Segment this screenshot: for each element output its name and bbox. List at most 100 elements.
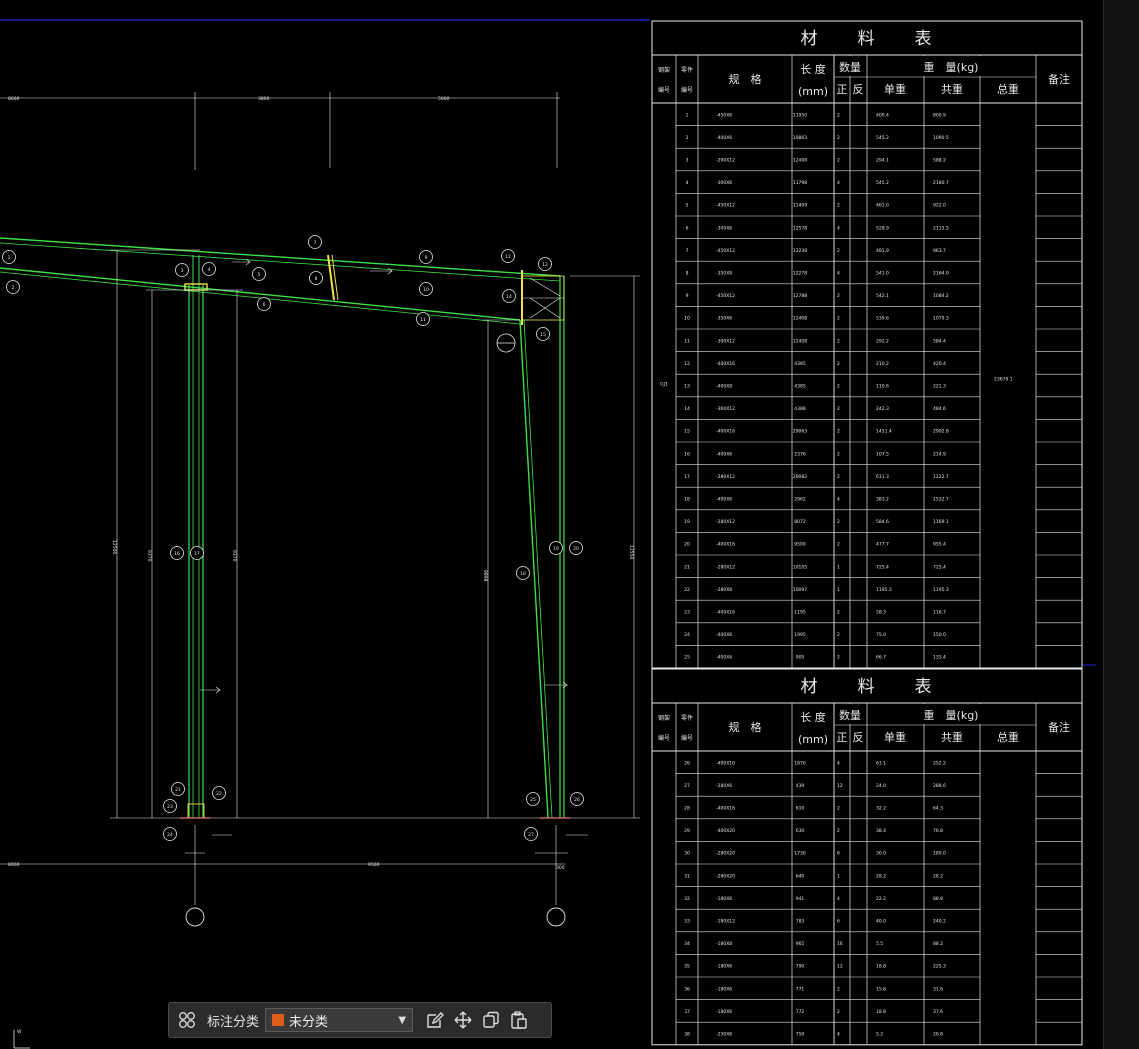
hdr-weight: 重 量(kg) bbox=[924, 60, 979, 74]
cell-total-wt: 725.4 bbox=[933, 564, 946, 570]
part-callout-bubble bbox=[170, 546, 184, 560]
category-select[interactable]: 未分类 ▼ bbox=[265, 1008, 414, 1032]
cell-spec: -280X12 bbox=[716, 519, 735, 525]
part-callout-number: 15 bbox=[540, 332, 546, 338]
hdr-qty-neg: 反 bbox=[853, 731, 864, 744]
cell-spec: -180X8 bbox=[716, 941, 732, 947]
edit-icon[interactable] bbox=[421, 1006, 449, 1034]
cell-total-wt: 116.7 bbox=[933, 610, 946, 616]
cell-length: 965 bbox=[796, 941, 805, 947]
table-title: 材 料 表 bbox=[801, 29, 934, 49]
cell-spec: -350X8 bbox=[716, 271, 732, 277]
axis-bubble-right bbox=[546, 907, 566, 927]
move-icon[interactable] bbox=[449, 1006, 477, 1034]
hdr-part-2: 编号 bbox=[681, 86, 693, 94]
cell-total-wt: 214.9 bbox=[933, 451, 946, 457]
cell-part-no: 38 bbox=[684, 1032, 690, 1038]
cell-qty-pos: 4 bbox=[837, 1032, 840, 1038]
part-callout-number: 19 bbox=[553, 546, 559, 552]
hdr-member-1: 钢架 bbox=[658, 714, 670, 722]
cell-part-no: 28 bbox=[684, 806, 690, 812]
cell-total-wt: 180.0 bbox=[933, 851, 946, 857]
hdr-member-1: 钢架 bbox=[658, 66, 670, 74]
cell-total-wt: 28.2 bbox=[933, 873, 943, 879]
right-scroll-strip[interactable] bbox=[1103, 0, 1139, 1049]
part-callout-number: 10 bbox=[423, 287, 429, 293]
cell-length: 12408 bbox=[793, 338, 807, 344]
dim-col-right-2: 12550 bbox=[628, 545, 634, 559]
cell-total-wt: 240.2 bbox=[933, 919, 946, 925]
category-color-swatch bbox=[272, 1014, 285, 1026]
cell-qty-pos: 2 bbox=[837, 248, 840, 254]
cell-part-no: 8 bbox=[686, 271, 689, 277]
cell-part-no: 14 bbox=[684, 406, 690, 412]
cell-length: 4385 bbox=[794, 361, 806, 367]
dim-bottom-1: 8000 bbox=[8, 862, 20, 868]
cell-total-wt: 588.2 bbox=[933, 158, 946, 164]
part-callout-bubble bbox=[526, 792, 540, 806]
cell-part-no: 5 bbox=[686, 203, 689, 209]
cell-spec: -300X6 bbox=[716, 225, 732, 231]
part-callout-bubble bbox=[252, 267, 266, 281]
cell-unit-wt: 107.5 bbox=[876, 451, 889, 457]
cell-part-no: 9 bbox=[686, 293, 689, 299]
dim-top-1: 8000 bbox=[8, 96, 20, 102]
cell-part-no: 27 bbox=[684, 783, 690, 789]
cell-part-no: 26 bbox=[684, 760, 690, 766]
cell-length: 2376 bbox=[794, 451, 806, 457]
cell-total-wt: 1079.3 bbox=[933, 316, 949, 322]
cell-total-wt: 225.3 bbox=[933, 964, 946, 970]
hdr-qty-pos: 正 bbox=[837, 83, 848, 96]
part-callout-number: 2 bbox=[12, 285, 15, 291]
cell-part-no: 13 bbox=[684, 384, 690, 390]
cell-total-wt: 88.8 bbox=[933, 896, 943, 902]
cell-qty-pos: 4 bbox=[837, 760, 840, 766]
cell-qty-pos: 2 bbox=[837, 112, 840, 118]
cell-total-wt: 800.9 bbox=[933, 112, 946, 118]
cell-part-no: 17 bbox=[684, 474, 690, 480]
cell-length: 905 bbox=[796, 655, 805, 661]
cell-unit-wt: 75.0 bbox=[876, 632, 886, 638]
cell-spec: -400X6 bbox=[716, 632, 732, 638]
hdr-qty-neg: 反 bbox=[853, 83, 864, 96]
cell-part-no: 32 bbox=[684, 896, 690, 902]
cell-part-no: 16 bbox=[684, 451, 690, 457]
cell-unit-wt: 210.2 bbox=[876, 361, 889, 367]
copy-icon[interactable] bbox=[477, 1006, 505, 1034]
cell-unit-wt: 30.0 bbox=[876, 851, 886, 857]
category-label: 标注分类 bbox=[207, 1014, 260, 1030]
cell-length: 2962 bbox=[794, 497, 806, 503]
cell-total-wt: 88.2 bbox=[933, 941, 943, 947]
hdr-length: 长 度 bbox=[800, 710, 826, 724]
cell-length: 12788 bbox=[793, 293, 807, 299]
part-callout-number: 5 bbox=[258, 272, 261, 278]
part-callout-number: 9 bbox=[425, 255, 428, 261]
cell-unit-wt: 584.6 bbox=[876, 519, 889, 525]
part-callout-number: 22 bbox=[216, 791, 222, 797]
part-callout-number: 1 bbox=[8, 255, 11, 261]
apps-grid-icon[interactable] bbox=[173, 1006, 201, 1034]
cell-unit-wt: 400.4 bbox=[876, 112, 889, 118]
cell-qty-pos: 2 bbox=[837, 361, 840, 367]
cell-spec: -400X6 bbox=[716, 655, 732, 661]
part-callout-bubble bbox=[212, 786, 226, 800]
steel-frame-elevation[interactable]: 8000 3800 5000 bbox=[0, 92, 640, 927]
cell-spec: -180X6 bbox=[716, 964, 732, 970]
cell-qty-pos: 2 bbox=[837, 406, 840, 412]
cell-total-wt: 922.0 bbox=[933, 203, 946, 209]
cell-length: 439 bbox=[796, 783, 805, 789]
part-callout-bubble bbox=[516, 566, 530, 580]
cell-part-no: 7 bbox=[686, 248, 689, 254]
cell-length: 10097 bbox=[793, 587, 807, 593]
cell-length: 783 bbox=[796, 919, 805, 925]
hdr-length: 长 度 bbox=[800, 62, 826, 76]
cell-part-no: 37 bbox=[684, 1009, 690, 1015]
cell-unit-wt: 28.2 bbox=[876, 873, 886, 879]
paste-icon[interactable] bbox=[505, 1006, 533, 1034]
part-callout-bubble bbox=[257, 297, 271, 311]
cell-qty-pos: 2 bbox=[837, 203, 840, 209]
